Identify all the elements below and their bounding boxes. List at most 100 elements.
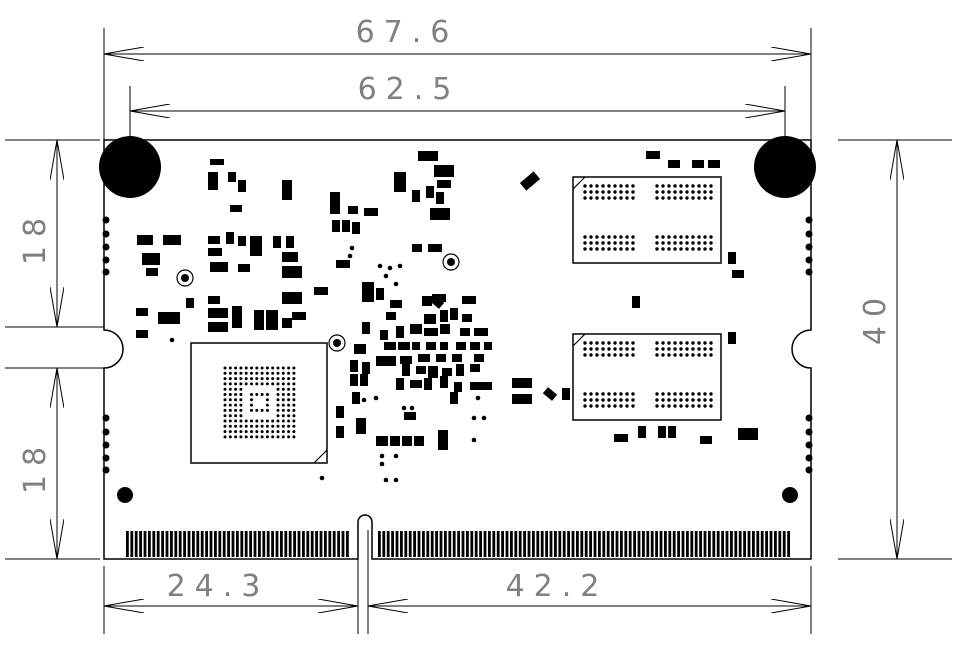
bga-ball bbox=[250, 382, 253, 386]
bga-ball bbox=[265, 419, 269, 423]
bga-ball bbox=[255, 371, 259, 375]
connector-pad bbox=[253, 531, 257, 557]
passive-component bbox=[646, 151, 660, 159]
connector-pad bbox=[488, 531, 491, 557]
bga-ball bbox=[281, 371, 285, 375]
bga-ball bbox=[287, 377, 291, 381]
memory-ball bbox=[679, 341, 683, 345]
passive-component bbox=[356, 418, 366, 428]
memory-ball bbox=[661, 392, 665, 396]
passive-component bbox=[428, 366, 438, 378]
connector-pad bbox=[518, 531, 522, 557]
passive-component bbox=[360, 374, 368, 386]
connector-pad bbox=[170, 531, 173, 557]
bga-ball bbox=[228, 414, 232, 418]
bga-ball bbox=[265, 403, 269, 407]
memory-chip-bottom bbox=[572, 333, 722, 421]
bga-ball bbox=[234, 387, 238, 391]
passive-component bbox=[450, 392, 458, 404]
memory-ball bbox=[613, 241, 617, 245]
memory-ball bbox=[607, 398, 611, 402]
bga-ball bbox=[228, 430, 232, 434]
bga-ball bbox=[287, 387, 291, 391]
connector-pad bbox=[297, 531, 301, 557]
passive-component bbox=[414, 436, 424, 446]
dim-label-notch-to-right: 42.2 bbox=[506, 569, 609, 604]
bga-ball bbox=[228, 419, 232, 423]
memory-ball bbox=[583, 196, 587, 200]
connector-pad bbox=[787, 531, 790, 557]
memory-ball bbox=[613, 347, 617, 351]
memory-ball bbox=[691, 241, 695, 245]
connector-pad bbox=[139, 531, 142, 557]
edge-dot bbox=[805, 414, 813, 422]
connector-pad bbox=[532, 531, 535, 557]
memory-ball bbox=[667, 196, 671, 200]
memory-ball bbox=[625, 241, 629, 245]
passive-component bbox=[330, 192, 340, 214]
memory-ball bbox=[589, 404, 593, 408]
memory-ball bbox=[691, 347, 695, 351]
memory-ball bbox=[679, 196, 683, 200]
bga-ball bbox=[265, 408, 269, 412]
edge-dot bbox=[805, 268, 813, 276]
bga-ball bbox=[234, 424, 238, 428]
connector-pad bbox=[659, 531, 663, 557]
passive-component bbox=[286, 236, 294, 248]
passive-component bbox=[438, 430, 448, 450]
passive-component bbox=[434, 165, 454, 177]
bga-ball bbox=[255, 430, 259, 434]
bga-ball bbox=[239, 393, 243, 396]
passive-component bbox=[440, 324, 450, 334]
passive-component bbox=[352, 392, 360, 404]
bga-ball bbox=[287, 424, 291, 428]
memory-ball bbox=[607, 241, 611, 245]
memory-ball bbox=[691, 247, 695, 251]
memory-ball bbox=[589, 196, 593, 200]
memory-ball bbox=[619, 353, 623, 357]
memory-ball bbox=[679, 347, 683, 351]
memory-ball bbox=[607, 184, 611, 188]
passive-component bbox=[336, 426, 344, 438]
passive-component bbox=[638, 426, 646, 438]
edge-dot bbox=[805, 441, 813, 449]
bga-ball bbox=[234, 371, 238, 375]
passive-component bbox=[442, 368, 452, 376]
passive-component bbox=[474, 328, 488, 336]
memory-ball bbox=[613, 196, 617, 200]
bga-ball bbox=[276, 371, 280, 375]
bga-ball bbox=[265, 435, 269, 439]
memory-ball bbox=[679, 184, 683, 188]
memory-ball bbox=[667, 247, 671, 251]
connector-pad bbox=[422, 531, 425, 557]
connector-pad bbox=[699, 531, 702, 557]
dim-label-lower-half: 18 bbox=[18, 438, 53, 494]
connector-pad bbox=[536, 531, 540, 557]
bga-ball bbox=[292, 435, 296, 439]
memory-ball bbox=[667, 404, 671, 408]
connector-pad bbox=[523, 531, 526, 557]
connector-pad bbox=[492, 531, 496, 557]
connector-pad bbox=[183, 531, 186, 557]
memory-ball bbox=[667, 392, 671, 396]
bga-ball bbox=[292, 419, 296, 423]
memory-ball bbox=[619, 392, 623, 396]
bga-ball bbox=[281, 424, 285, 428]
edge-dot bbox=[102, 428, 110, 436]
connector-pad bbox=[694, 531, 698, 557]
connector-pad bbox=[545, 531, 548, 557]
memory-ball bbox=[661, 241, 665, 245]
connector-pad bbox=[430, 531, 434, 557]
passive-component bbox=[440, 342, 448, 350]
memory-ball bbox=[697, 353, 701, 357]
memory-ball bbox=[673, 392, 677, 396]
connector-pad bbox=[672, 531, 676, 557]
memory-ball bbox=[673, 353, 677, 357]
passive-component bbox=[418, 354, 430, 362]
memory-ball bbox=[679, 392, 683, 396]
connector-pad bbox=[156, 531, 160, 557]
via bbox=[373, 395, 379, 401]
memory-ball bbox=[691, 184, 695, 188]
passive-component bbox=[428, 244, 442, 252]
memory-ball bbox=[673, 404, 677, 408]
